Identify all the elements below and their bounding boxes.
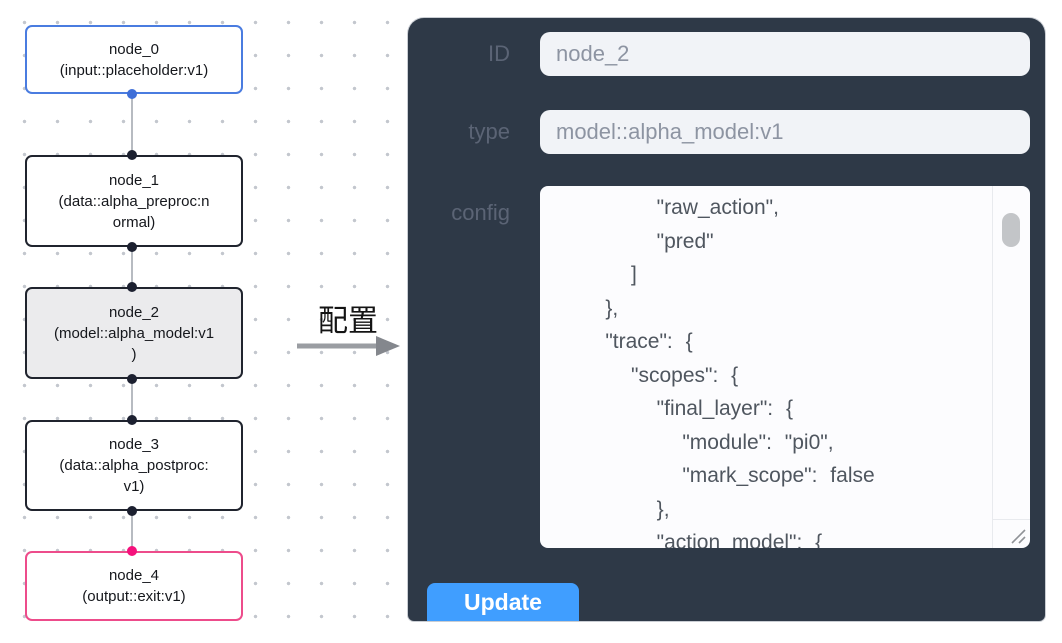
node-node_2-label: node_2 (model::alpha_model:v1 ) — [53, 303, 215, 363]
scrollbar-corner-divider — [992, 519, 1030, 520]
config-field-label: config — [451, 200, 510, 225]
node-node_0[interactable]: node_0 (input::placeholder:v1) — [25, 25, 243, 94]
node_2-source-handle[interactable] — [127, 374, 137, 384]
scrollbar-thumb[interactable] — [1002, 213, 1020, 247]
edge-node_2-node_3 — [131, 379, 133, 420]
node_2-target-handle[interactable] — [127, 282, 137, 292]
right-arrow-icon — [297, 336, 400, 356]
node_3-source-handle[interactable] — [127, 506, 137, 516]
id-input[interactable] — [540, 32, 1030, 76]
node_0-source-handle[interactable] — [127, 89, 137, 99]
node-node_0-label: node_0 (input::placeholder:v1) — [59, 40, 209, 79]
node-node_1-label: node_1 (data::alpha_preproc:n ormal) — [58, 171, 210, 231]
resize-grip-icon[interactable] — [1006, 524, 1028, 546]
node-node_4-label: node_4 (output::exit:v1) — [82, 567, 186, 605]
node-node_3[interactable]: node_3 (data::alpha_postproc: v1) — [25, 420, 243, 511]
scrollbar-track[interactable] — [992, 186, 993, 548]
node_1-target-handle[interactable] — [127, 150, 137, 160]
node-node_1[interactable]: node_1 (data::alpha_preproc:n ormal) — [25, 155, 243, 247]
type-field-label: type — [468, 119, 510, 144]
configure-arrow-label: 配置 — [318, 305, 378, 338]
node-node_3-label: node_3 (data::alpha_postproc: v1) — [59, 436, 209, 495]
flow-canvas-top-strip — [410, 0, 1062, 18]
node-config-panel: ID type config "raw_action", "pred" ] },… — [408, 18, 1045, 621]
config-textarea[interactable]: "raw_action", "pred" ] }, "trace": { "sc… — [540, 186, 1030, 548]
node-node_2[interactable]: node_2 (model::alpha_model:v1 ) — [25, 287, 243, 379]
node_4-target-handle[interactable] — [127, 546, 137, 556]
node_1-source-handle[interactable] — [127, 242, 137, 252]
config-json-text: "raw_action", "pred" ] }, "trace": { "sc… — [605, 196, 875, 548]
edge-node_3-node_4 — [131, 511, 133, 551]
node-node_4[interactable]: node_4 (output::exit:v1) — [25, 551, 243, 621]
node_3-target-handle[interactable] — [127, 415, 137, 425]
id-field-label: ID — [488, 41, 510, 66]
update-button[interactable]: Update — [427, 583, 579, 621]
edge-node_1-node_2 — [131, 247, 133, 287]
edge-node_0-node_1 — [131, 94, 133, 155]
type-input[interactable] — [540, 110, 1030, 154]
